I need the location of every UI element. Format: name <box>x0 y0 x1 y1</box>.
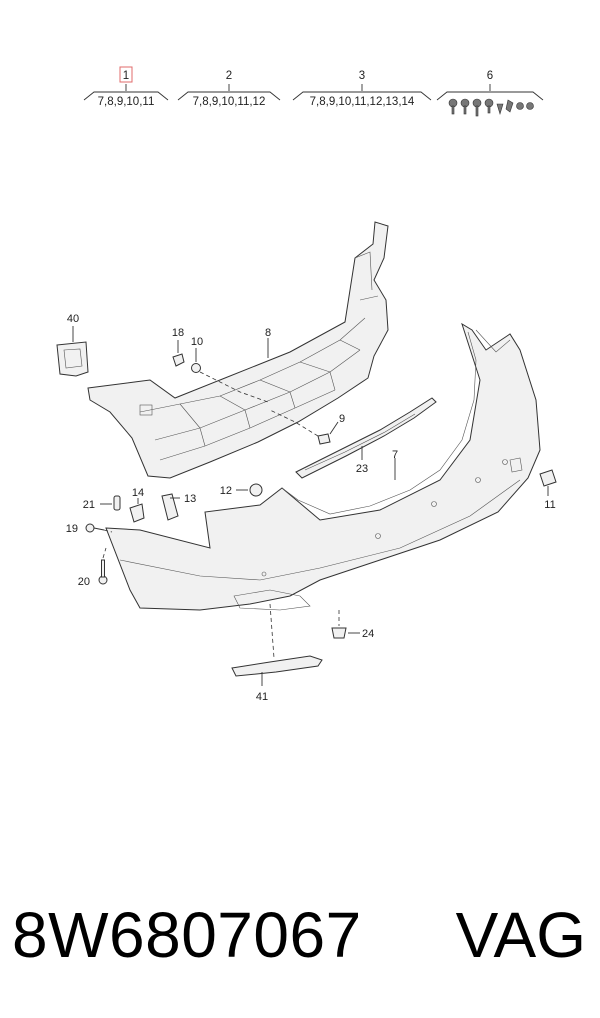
callout-13: 13 <box>184 493 196 505</box>
group-6-number: 6 <box>487 70 493 82</box>
group-1[interactable]: 1 7,8,9,10,11 <box>83 66 169 108</box>
callout-9: 9 <box>339 413 345 425</box>
part-11-cap[interactable] <box>539 469 557 496</box>
group-2-items: 7,8,9,10,11,12 <box>193 96 266 108</box>
callout-18: 18 <box>172 327 184 339</box>
part-24-clip[interactable] <box>331 610 360 639</box>
part-20-screw[interactable] <box>98 547 108 585</box>
callout-40: 40 <box>67 313 79 325</box>
group-1-highlight <box>119 66 133 83</box>
brand-name: VAG <box>455 899 586 971</box>
footer: 8W6807067 VAG <box>0 880 600 990</box>
part-21-screw[interactable] <box>100 495 121 511</box>
group-1-number: 1 <box>123 70 129 82</box>
parts-diagram: 1 7,8,9,10,11 2 7,8,9,10,11,12 3 7,8,9,1… <box>56 66 557 703</box>
group-2-number: 2 <box>226 70 232 82</box>
part-12-grommet[interactable] <box>236 483 263 497</box>
part-7-bumper-cover[interactable] <box>105 322 541 611</box>
callout-11: 11 <box>544 499 555 511</box>
callout-23: 23 <box>356 463 368 475</box>
callout-7: 7 <box>392 449 398 461</box>
callout-41: 41 <box>256 691 268 703</box>
fastener-set-icon <box>448 98 534 117</box>
group-1-items: 7,8,9,10,11 <box>98 96 155 108</box>
group-3[interactable]: 3 7,8,9,10,11,12,13,14 <box>292 70 432 108</box>
group-6[interactable]: 6 <box>436 70 544 117</box>
group-2[interactable]: 2 7,8,9,10,11,12 <box>177 70 281 108</box>
part-13-bracket[interactable] <box>161 493 180 521</box>
part-19-screw[interactable] <box>85 523 113 533</box>
callout-14: 14 <box>132 487 144 499</box>
group-3-items: 7,8,9,10,11,12,13,14 <box>310 96 415 108</box>
callout-19: 19 <box>66 523 78 535</box>
callout-24: 24 <box>362 628 374 640</box>
group-3-number: 3 <box>359 70 365 82</box>
callout-12: 12 <box>220 485 232 497</box>
callout-20: 20 <box>78 576 90 588</box>
part-8-bumper-carrier[interactable] <box>87 221 389 479</box>
part-14-bracket[interactable] <box>129 498 145 523</box>
part-23-strip[interactable] <box>295 397 437 479</box>
callout-21: 21 <box>83 499 95 511</box>
callout-8: 8 <box>265 327 271 339</box>
part-10-nut[interactable] <box>191 348 269 403</box>
part-40-bracket[interactable] <box>56 326 89 377</box>
callout-10: 10 <box>191 336 203 348</box>
part-41-reflector-strip[interactable] <box>231 603 323 686</box>
part-number: 8W6807067 <box>12 899 362 971</box>
part-9-clip[interactable] <box>269 409 339 445</box>
part-18-clip[interactable] <box>172 340 185 367</box>
